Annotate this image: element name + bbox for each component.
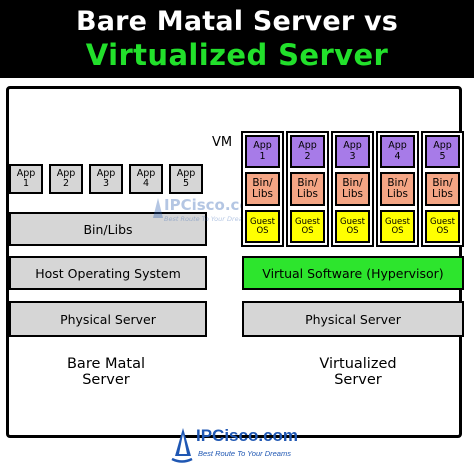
title-line-2: Virtualized Server	[85, 38, 389, 72]
vm-1-app-number: 1	[259, 150, 266, 162]
vm-4-bin-label: Bin/	[387, 176, 408, 189]
bm-app-2: App 2	[49, 164, 83, 194]
vm-4-app-number: 4	[394, 150, 401, 162]
vm-2-bin-label: Bin/	[297, 176, 318, 189]
bare-metal-caption-line-2: Server	[82, 372, 130, 388]
bm-app-1-label: App	[16, 167, 36, 179]
virt-physical-server: Physical Server	[242, 301, 464, 337]
vm-4-guest-os: Guest OS	[380, 210, 415, 243]
vm-label: VM	[212, 135, 233, 150]
vm-5-os-label: OS	[436, 225, 449, 236]
ipcisco-logo: IPCisco.com Best Route To Your Dreams	[170, 426, 310, 470]
vm-1-os-label: OS	[256, 225, 269, 236]
bare-metal-caption-line-1: Bare Matal	[66, 356, 145, 372]
bm-app-4: App 4	[129, 164, 163, 194]
vm-2-guest-label: Guest	[295, 216, 320, 227]
vm-1-libs-label: Libs	[252, 188, 273, 200]
bm-app-1-number: 1	[22, 178, 30, 189]
bm-app-4-label: App	[136, 167, 156, 179]
vm-2-app-number: 2	[304, 150, 311, 162]
bm-physical-server: Physical Server	[9, 301, 207, 337]
vm-2-guest-os: Guest OS	[290, 210, 325, 243]
vm-3-bin-label: Bin/	[342, 176, 363, 189]
vm-4-app: App 4	[380, 135, 415, 168]
vm-4-os-label: OS	[391, 225, 404, 236]
logo-brand: IPCisco.com	[196, 426, 299, 445]
vm-5-guest-label: Guest	[430, 216, 455, 227]
bm-app-2-number: 2	[62, 178, 70, 189]
bm-app-3-number: 3	[102, 178, 110, 189]
bm-host-os: Host Operating System	[9, 256, 207, 290]
vm-3-guest-label: Guest	[340, 216, 365, 227]
vm-5-libs-label: Libs	[432, 188, 453, 200]
vm-5-bin-libs: Bin/ Libs	[425, 172, 460, 206]
vm-3-os-label: OS	[346, 225, 359, 236]
bm-bin-libs: Bin/Libs	[9, 212, 207, 246]
vm-2-app-label: App	[298, 140, 317, 151]
virtualized-caption: Virtualized Server	[288, 356, 428, 388]
watermark: IPCisco.com Best Route To Your Dreams	[152, 196, 272, 228]
watermark-sail-icon	[153, 198, 163, 218]
vm-2-libs-label: Libs	[297, 188, 318, 200]
watermark-brand: IPCisco.com	[164, 196, 266, 214]
vm-4-bin-libs: Bin/ Libs	[380, 172, 415, 206]
bm-app-1: App 1	[9, 164, 43, 194]
title-line-1: Bare Matal Server vs	[75, 6, 399, 37]
vm-4-guest-label: Guest	[385, 216, 410, 227]
vm-3-guest-os: Guest OS	[335, 210, 370, 243]
bm-app-3-label: App	[96, 167, 116, 179]
vm-4-libs-label: Libs	[387, 188, 408, 200]
vm-3-libs-label: Libs	[342, 188, 363, 200]
vm-2-os-label: OS	[301, 225, 314, 236]
bm-app-5: App 5	[169, 164, 203, 194]
vm-5-app-label: App	[433, 140, 452, 151]
vm-1-guest-label: Guest	[250, 216, 275, 227]
vm-5-app-number: 5	[439, 150, 446, 162]
virtualized-caption-line-1: Virtualized	[319, 356, 397, 372]
vm-1-app-label: App	[253, 140, 272, 151]
sailboat-icon	[171, 428, 193, 463]
virtualized-caption-line-2: Server	[334, 372, 382, 388]
vm-2-bin-libs: Bin/ Libs	[290, 172, 325, 206]
logo-slogan: Best Route To Your Dreams	[198, 449, 291, 458]
vm-3-bin-libs: Bin/ Libs	[335, 172, 370, 206]
bare-metal-caption: Bare Matal Server	[36, 356, 176, 388]
hypervisor-layer: Virtual Software (Hypervisor)	[242, 256, 464, 290]
vm-3-app-label: App	[343, 140, 362, 151]
vm-1-app: App 1	[245, 135, 280, 168]
vm-2-app: App 2	[290, 135, 325, 168]
vm-3-app: App 3	[335, 135, 370, 168]
watermark-slogan: Best Route To Your Dreams	[164, 215, 253, 223]
vm-5-guest-os: Guest OS	[425, 210, 460, 243]
vm-5-app: App 5	[425, 135, 460, 168]
vm-3-app-number: 3	[349, 150, 356, 162]
vm-4-app-label: App	[388, 140, 407, 151]
vm-1-bin-libs: Bin/ Libs	[245, 172, 280, 206]
bm-app-4-number: 4	[142, 178, 150, 189]
bm-app-5-label: App	[176, 167, 196, 179]
bm-app-5-number: 5	[182, 178, 190, 189]
bm-app-2-label: App	[56, 167, 76, 179]
vm-5-bin-label: Bin/	[432, 176, 453, 189]
bm-app-3: App 3	[89, 164, 123, 194]
vm-1-bin-label: Bin/	[252, 176, 273, 189]
vm-1-guest-os: Guest OS	[245, 210, 280, 243]
title-banner: Bare Matal Server vs Virtualized Server	[0, 0, 474, 78]
